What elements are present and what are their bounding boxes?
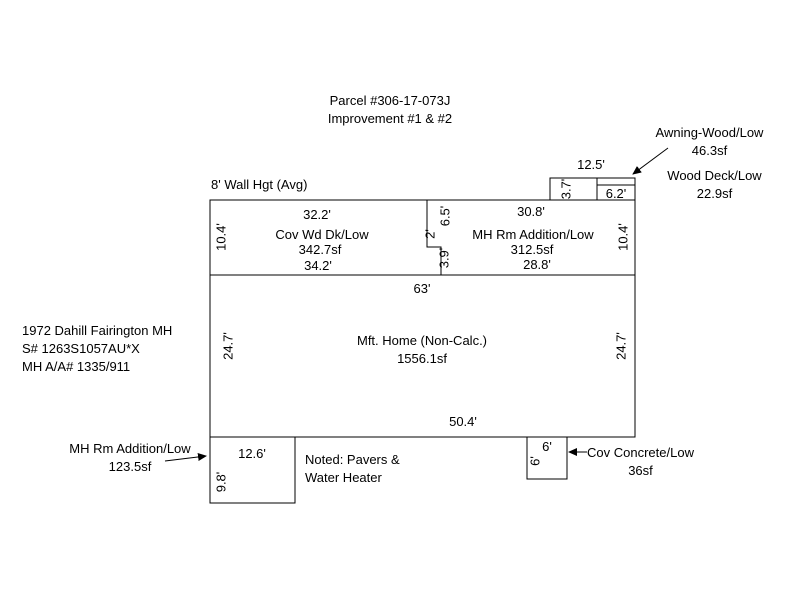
pavers-note-line1: Noted: Pavers & (305, 452, 400, 467)
property-info-block: 1972 Dahill Fairington MH S# 1263S1057AU… (22, 322, 172, 376)
property-info-line3: MH A/A# 1335/911 (22, 359, 131, 374)
deck-label: Cov Wd Dk/Low (275, 227, 369, 242)
bottom-left-box-dim-top: 12.6' (238, 446, 266, 461)
wood-deck-name: Wood Deck/Low (667, 168, 762, 183)
addition-dim-top: 30.8' (517, 204, 545, 219)
home-dim-right: 24.7' (613, 332, 629, 360)
addition-label: MH Rm Addition/Low (472, 227, 594, 242)
bottom-left-box-dim-left: 9.8' (213, 471, 229, 493)
concrete-name: Cov Concrete/Low (587, 445, 694, 460)
deck-dim-top: 32.2' (303, 207, 331, 222)
top-box-right-cell-dim: 6.2' (605, 186, 627, 201)
small-addition-callout: MH Rm Addition/Low 123.5sf (55, 440, 205, 476)
top-box-width-dim: 12.5' (577, 157, 605, 172)
deck-dim-bottom: 34.2' (304, 258, 332, 273)
wood-deck-area: 22.9sf (696, 186, 733, 201)
home-dim-top: 63' (413, 281, 431, 296)
property-info-line2: S# 1263S1057AU*X (22, 341, 140, 356)
parcel-number: Parcel #306-17-073J (329, 93, 451, 108)
awning-box-outline (549, 177, 636, 201)
home-dim-bottom: 50.4' (449, 414, 477, 429)
pavers-note-line2: Water Heater (305, 470, 382, 485)
notch-divider-line (426, 200, 442, 275)
addition-dim-right: 10.4' (615, 223, 631, 251)
awning-area: 46.3sf (691, 143, 728, 158)
top-box-left-cell-dim: 3.7' (558, 178, 574, 200)
home-label: Mft. Home (Non-Calc.) (356, 333, 488, 348)
small-addition-area: 123.5sf (108, 459, 152, 474)
concrete-area: 36sf (628, 463, 653, 478)
concrete-box-outline (526, 436, 568, 480)
small-addition-name: MH Rm Addition/Low (69, 441, 191, 456)
concrete-callout: Cov Concrete/Low 36sf (578, 444, 703, 480)
notch-dim-3: 3.9' (436, 247, 452, 269)
concrete-box-dim-left: 6' (527, 456, 543, 466)
home-area: 1556.1sf (397, 351, 447, 366)
wall-height-note: 8' Wall Hgt (Avg) (211, 177, 308, 192)
wood-deck-callout: Wood Deck/Low 22.9sf (652, 167, 777, 203)
concrete-box-dim-top: 6' (542, 439, 552, 454)
addition-area: 312.5sf (510, 242, 554, 257)
property-info-line1: 1972 Dahill Fairington MH (22, 323, 173, 338)
notch-dim-2: 2' (422, 229, 438, 239)
awning-callout: Awning-Wood/Low 46.3sf (642, 124, 777, 160)
mft-home-outline (209, 274, 636, 438)
home-dim-left: 24.7' (220, 332, 236, 360)
deck-area: 342.7sf (298, 242, 342, 257)
parcel-header: Parcel #306-17-073J Improvement #1 & #2 (290, 92, 490, 128)
addition-callout-arrow (164, 452, 207, 462)
improvement-label: Improvement #1 & #2 (327, 111, 453, 126)
pavers-note: Noted: Pavers & Water Heater (305, 451, 400, 487)
deck-dim-left: 10.4' (213, 223, 229, 251)
addition-dim-bottom: 28.8' (523, 257, 551, 272)
mh-addition-box-outline (209, 436, 296, 504)
notch-dim-1: 6.5' (437, 205, 453, 227)
awning-callout-arrow (632, 147, 669, 175)
awning-name: Awning-Wood/Low (655, 125, 764, 140)
